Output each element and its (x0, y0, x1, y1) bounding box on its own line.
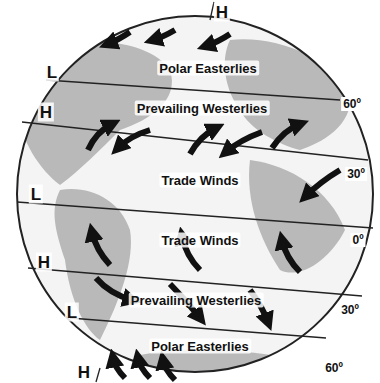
latitude-lines (17, 2, 373, 382)
latitude-label: 0º (350, 233, 365, 247)
pressure-label: L (65, 303, 79, 322)
wind-belt-label: Trade Winds (159, 233, 240, 248)
wind-belt-label: Prevailing Westerlies (135, 101, 270, 116)
land-masses (18, 39, 351, 383)
pressure-label: L (45, 63, 59, 82)
latitude-label: 60º (341, 97, 363, 111)
wind-belt-label: Trade Winds (159, 173, 240, 188)
wind-arrows (88, 30, 340, 380)
pressure-label: H (38, 103, 54, 122)
pressure-label: H (214, 3, 230, 22)
wind-belt-label: Prevailing Westerlies (129, 293, 264, 308)
pressure-label: L (29, 185, 43, 204)
latitude-label: 30º (345, 167, 367, 181)
pressure-label: H (76, 362, 92, 381)
latitude-label: 30º (339, 303, 361, 317)
wind-belt-label: Polar Easterlies (157, 61, 259, 76)
wind-belt-label: Polar Easterlies (149, 339, 251, 354)
pressure-label: H (36, 253, 52, 272)
latitude-label: 60º (323, 361, 345, 375)
